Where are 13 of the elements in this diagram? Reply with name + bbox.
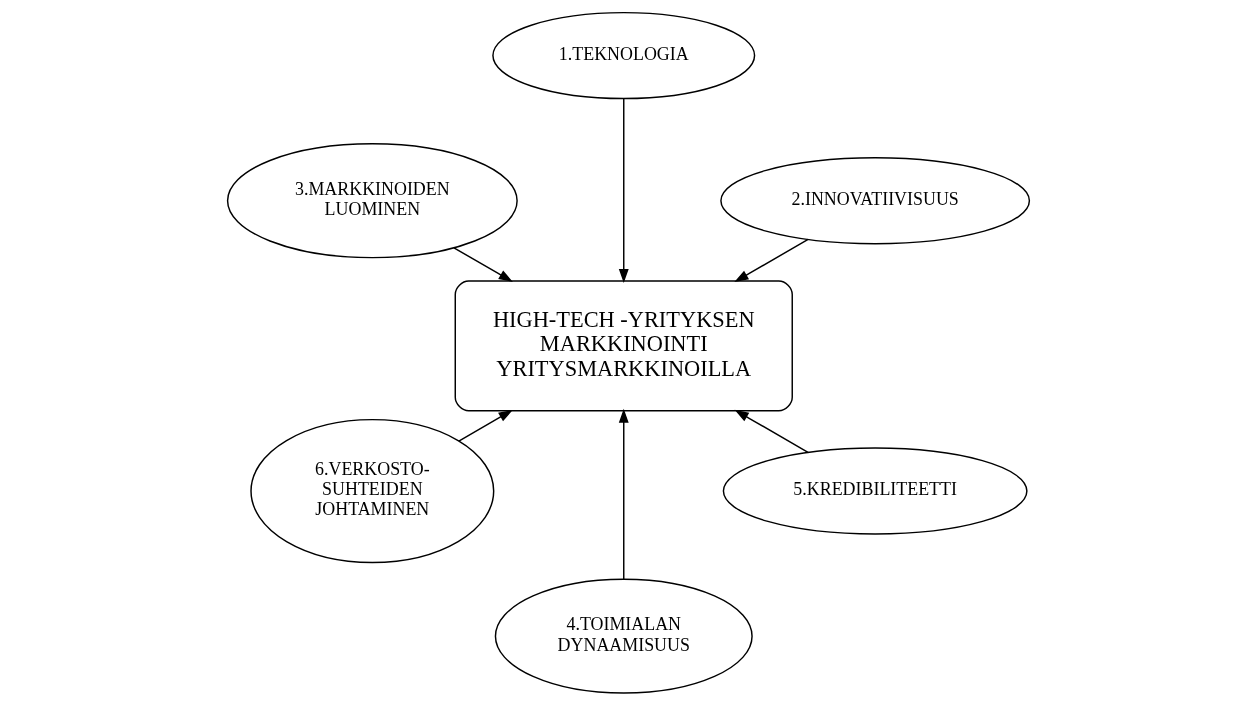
arrow — [733, 238, 809, 283]
node-ellipse: 2.INNOVATIIVISUUS — [719, 157, 1030, 245]
node-box: HIGH-TECH -YRITYKSEN MARKKINOINTI YRITYSMARKKINOILLA — [454, 280, 793, 412]
node-ellipse: 6.VERKOSTO- SUHTEIDEN JOHTAMINEN — [249, 418, 494, 564]
node-ellipse: 5.KREDIBILITEETTI — [722, 447, 1028, 535]
arrow — [452, 247, 513, 282]
arrow — [618, 97, 629, 284]
node-ellipse: 1.TEKNOLOGIA — [491, 11, 755, 100]
arrow — [734, 409, 809, 454]
node-ellipse: 3.MARKKINOIDEN LUOMINEN — [226, 143, 518, 259]
node-ellipse: 4.TOIMIALAN DYNAAMISUUS — [494, 578, 753, 694]
arrow — [618, 408, 629, 580]
arrow — [457, 409, 513, 442]
